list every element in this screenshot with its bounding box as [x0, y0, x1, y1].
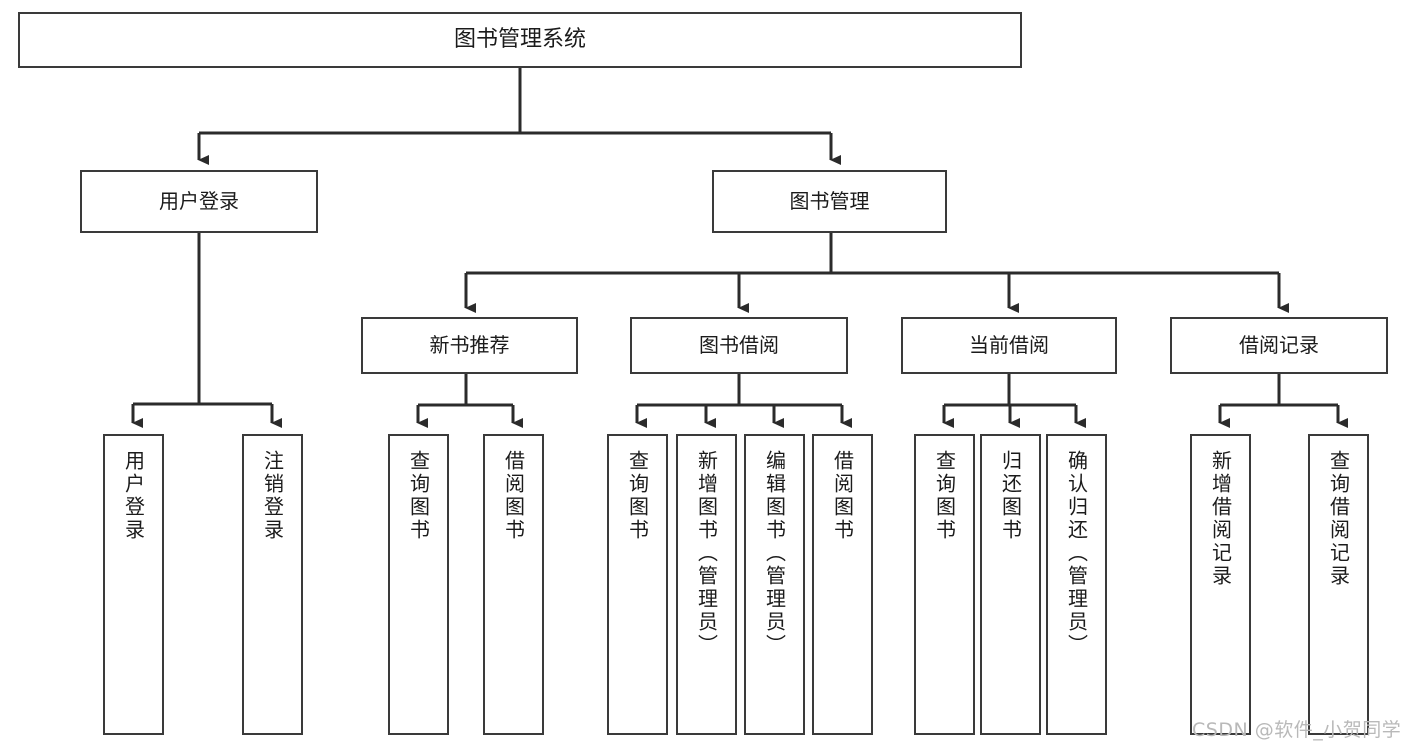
node-leaf-borrow-book-2-label: 借阅图书 — [830, 450, 855, 542]
node-user-login-label: 用户登录 — [159, 189, 239, 214]
node-leaf-query-book-1-label: 查询图书 — [406, 450, 431, 542]
node-leaf-query-book-2[interactable]: 查询图书 — [607, 434, 668, 735]
node-leaf-user-logout-label: 注销登录 — [260, 450, 285, 542]
node-book-borrow-label: 图书借阅 — [699, 333, 779, 358]
node-leaf-query-book-3-label: 查询图书 — [932, 450, 957, 542]
node-leaf-return-book[interactable]: 归还图书 — [980, 434, 1041, 735]
node-leaf-query-book-3[interactable]: 查询图书 — [914, 434, 975, 735]
node-leaf-borrow-book-1-label: 借阅图书 — [501, 450, 526, 542]
node-borrow-record[interactable]: 借阅记录 — [1170, 317, 1388, 374]
node-leaf-return-book-label: 归还图书 — [998, 450, 1023, 542]
node-root-label: 图书管理系统 — [453, 26, 586, 52]
node-leaf-user-login[interactable]: 用户登录 — [103, 434, 164, 735]
node-leaf-edit-book-label: 编辑图书（管理员） — [762, 450, 787, 657]
node-current-borrow-label: 当前借阅 — [969, 333, 1049, 358]
node-leaf-query-record[interactable]: 查询借阅记录 — [1308, 434, 1369, 735]
node-leaf-borrow-book-1[interactable]: 借阅图书 — [483, 434, 544, 735]
node-leaf-confirm-return-label: 确认归还（管理员） — [1064, 450, 1089, 657]
node-leaf-user-logout[interactable]: 注销登录 — [242, 434, 303, 735]
node-leaf-add-record-label: 新增借阅记录 — [1208, 450, 1233, 588]
node-book-borrow[interactable]: 图书借阅 — [630, 317, 848, 374]
node-leaf-borrow-book-2[interactable]: 借阅图书 — [812, 434, 873, 735]
node-leaf-add-record[interactable]: 新增借阅记录 — [1190, 434, 1251, 735]
node-book-manage[interactable]: 图书管理 — [712, 170, 947, 233]
node-current-borrow[interactable]: 当前借阅 — [901, 317, 1117, 374]
node-leaf-add-book[interactable]: 新增图书（管理员） — [676, 434, 737, 735]
node-leaf-query-book-1[interactable]: 查询图书 — [388, 434, 449, 735]
node-leaf-confirm-return[interactable]: 确认归还（管理员） — [1046, 434, 1107, 735]
node-user-login[interactable]: 用户登录 — [80, 170, 318, 233]
node-leaf-query-record-label: 查询借阅记录 — [1326, 450, 1351, 588]
node-new-book-recommend-label: 新书推荐 — [429, 333, 510, 358]
node-book-manage-label: 图书管理 — [789, 189, 870, 214]
csdn-watermark: CSDN @软件_小贺同学 — [1192, 719, 1402, 741]
node-leaf-user-login-label: 用户登录 — [121, 450, 146, 542]
node-leaf-add-book-label: 新增图书（管理员） — [694, 450, 719, 657]
node-leaf-query-book-2-label: 查询图书 — [625, 450, 650, 542]
node-new-book-recommend[interactable]: 新书推荐 — [361, 317, 578, 374]
node-root[interactable]: 图书管理系统 — [18, 12, 1022, 68]
node-borrow-record-label: 借阅记录 — [1239, 333, 1319, 358]
node-leaf-edit-book[interactable]: 编辑图书（管理员） — [744, 434, 805, 735]
